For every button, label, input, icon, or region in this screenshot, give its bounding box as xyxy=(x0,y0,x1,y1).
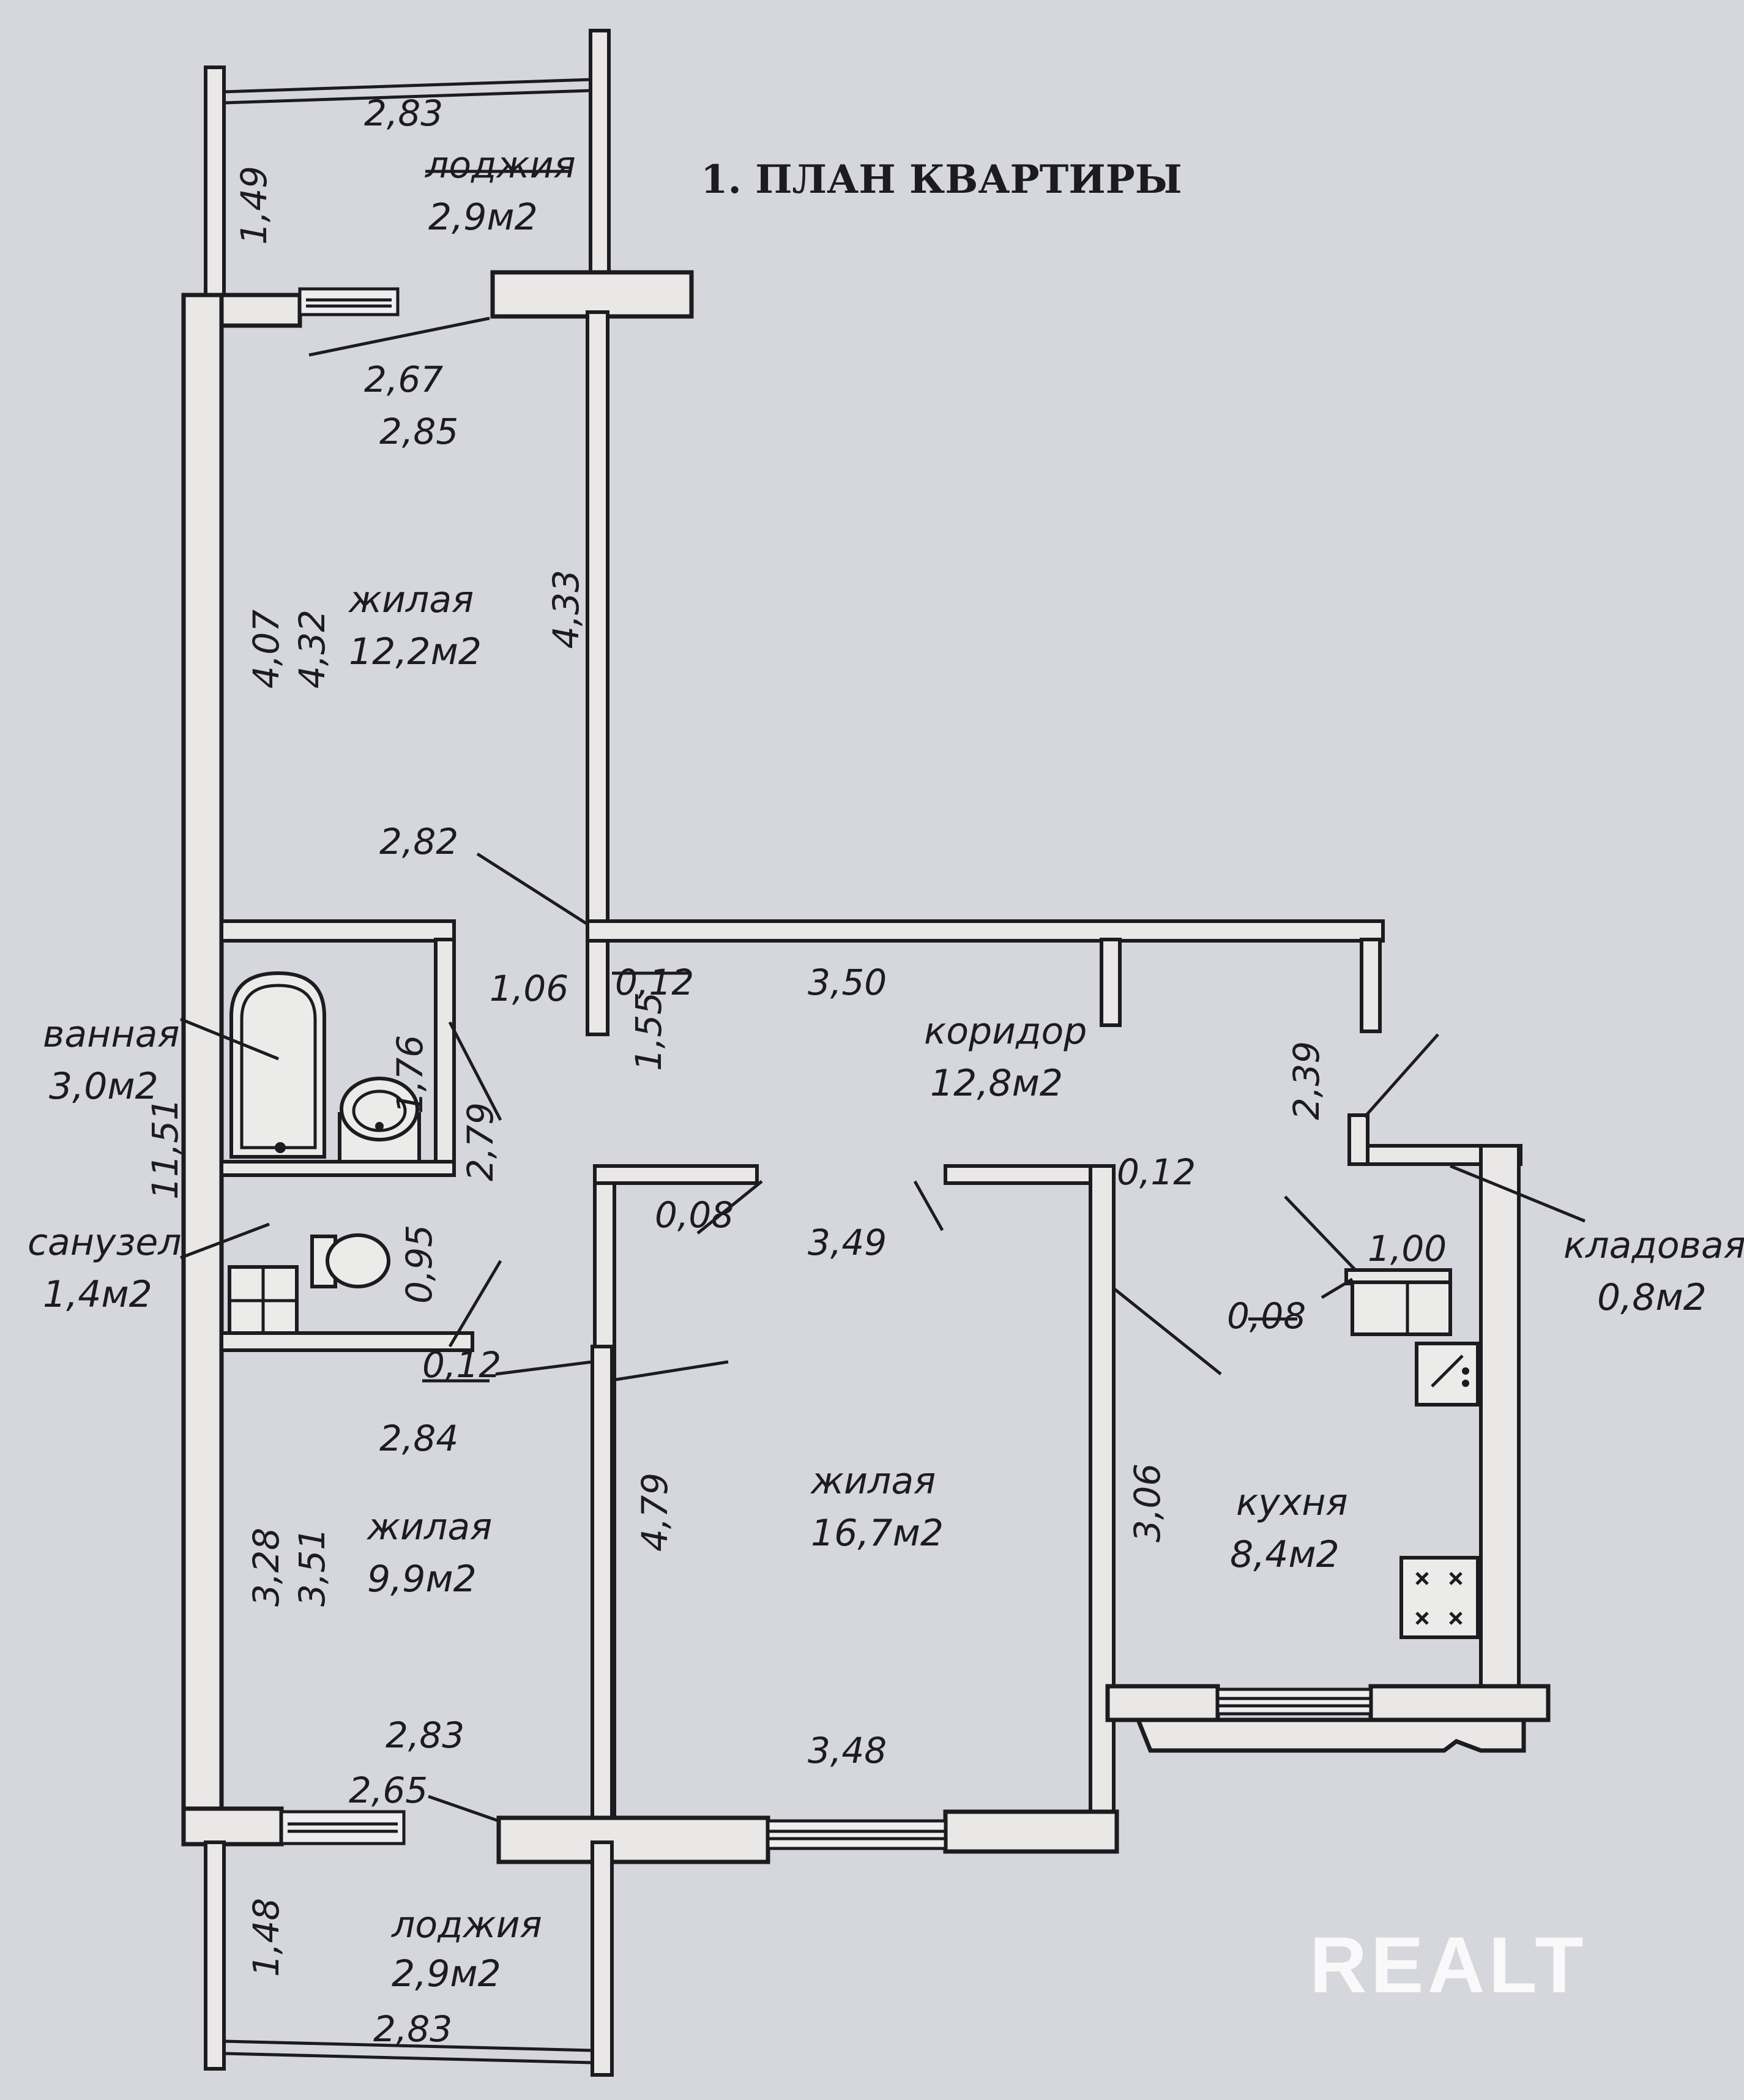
room2-top-wall-left xyxy=(593,1164,759,1185)
bath-right-wall xyxy=(434,938,456,1177)
dim-wc-wall: 0,12 xyxy=(422,1344,501,1386)
dim-room3-width-bottom-b: 2,65 xyxy=(349,1769,428,1811)
kitchen-right-wall xyxy=(1479,1144,1521,1723)
window-room2 xyxy=(766,1819,947,1850)
room-label-pantry: кладовая xyxy=(1563,1224,1744,1267)
dim-total-length: 11,51 xyxy=(144,1098,186,1200)
room-area-living-1: 12,2м2 xyxy=(349,630,482,673)
fixtures xyxy=(228,971,1480,1639)
dim-room3-width-bottom-a: 2,83 xyxy=(386,1714,464,1756)
dim-loggia-top-width: 2,83 xyxy=(364,92,443,134)
corridor-stub-1 xyxy=(1100,938,1122,1027)
dim-room1-len-b: 4,32 xyxy=(291,610,333,689)
kitchen-bottom-wall-right xyxy=(1368,1684,1551,1722)
bath-top-wall xyxy=(220,919,456,943)
dim-pantry-width: 1,00 xyxy=(1368,1228,1447,1269)
loggia-top-right-rail xyxy=(589,29,611,290)
bottom-wall-left xyxy=(181,1806,284,1847)
kitchen-bottom-step xyxy=(1135,1717,1526,1753)
dim-wall-thick-2: 0,12 xyxy=(1117,1151,1196,1193)
dim-kitchen-depth-top: 2,39 xyxy=(1286,1041,1327,1120)
window-room1 xyxy=(298,287,400,316)
dim-room2-len: 4,79 xyxy=(634,1473,676,1552)
kitchen-top-stub xyxy=(1347,1113,1369,1166)
dim-pantry-wall: 0,08 xyxy=(1227,1295,1306,1337)
bathtub-drain-icon xyxy=(275,1142,286,1153)
room-area-loggia-top: 2,9м2 xyxy=(428,196,538,239)
corridor-stub-2 xyxy=(1360,938,1382,1033)
dim-corridor-width: 3,50 xyxy=(808,962,887,1003)
room-area-loggia-bottom: 2,9м2 xyxy=(392,1952,501,1995)
left-exterior-wall xyxy=(181,293,224,1846)
dim-corridor-depth: 1,55 xyxy=(628,992,669,1071)
plan-title: 1. ПЛАН КВАРТИРЫ xyxy=(701,157,1182,203)
room-label-wc: санузел xyxy=(28,1221,182,1264)
bathtub-icon xyxy=(229,971,326,1159)
dim-room2-width-bottom: 3,48 xyxy=(808,1730,887,1771)
dim-wc-len: 0,95 xyxy=(398,1225,440,1304)
vertical-dimension-labels: 1,49 4,07 4,32 4,33 11,51 1,76 2,79 1,55… xyxy=(144,166,1327,1977)
dim-room1-width-bottom: 2,82 xyxy=(379,821,458,862)
walls xyxy=(181,29,1551,2077)
room-label-living-1: жилая xyxy=(348,578,474,621)
room-label-living-2: жилая xyxy=(810,1460,936,1503)
room-area-kitchen: 8,4м2 xyxy=(1230,1533,1340,1576)
leader-lines xyxy=(180,170,1586,1823)
window-room3 xyxy=(280,1810,406,1845)
room1-right-wall xyxy=(586,310,609,1036)
room-area-pantry: 0,8м2 xyxy=(1597,1276,1707,1319)
dim-wall-thick-1: 0,12 xyxy=(615,962,694,1003)
dim-room3-width-top: 2,84 xyxy=(379,1418,458,1459)
dim-room1-len-right: 4,33 xyxy=(545,570,587,649)
dim-kitchen-len: 3,06 xyxy=(1127,1463,1168,1542)
dim-bath-diag: 2,79 xyxy=(460,1102,501,1181)
room-area-corridor: 12,8м2 xyxy=(930,1062,1063,1105)
room2-top-wall-right xyxy=(944,1164,1109,1185)
dim-loggia-bottom-width: 2,83 xyxy=(373,2008,452,2050)
room-area-living-2: 16,7м2 xyxy=(811,1512,944,1555)
stove-icon xyxy=(1399,1556,1480,1639)
room-label-bathroom: ванная xyxy=(43,1013,179,1056)
room-labels: лоджия 2,9м2 жилая 12,2м2 ванная 3,0м2 с… xyxy=(28,144,1744,1995)
dim-room1-width-b: 2,85 xyxy=(379,411,458,452)
dim-hall-upper: 1,06 xyxy=(490,968,568,1009)
dimension-labels: 2,83 2,67 2,85 2,82 1,06 0,12 3,50 0,08 … xyxy=(349,92,1447,2050)
room-area-wc: 1,4м2 xyxy=(43,1273,152,1316)
room-area-living-3: 9,9м2 xyxy=(367,1558,477,1601)
dim-room2-wall: 0,08 xyxy=(655,1194,734,1236)
kitchen-bottom-wall-left xyxy=(1105,1684,1220,1722)
wc-bottom-wall xyxy=(220,1331,474,1352)
bottom-wall-mid xyxy=(496,1815,770,1864)
loggia-bottom-left-rail xyxy=(204,1840,226,2071)
room-label-loggia-bottom: лоджия xyxy=(391,1904,542,1946)
room-area-bathroom: 3,0м2 xyxy=(49,1065,158,1108)
bottom-wall-right xyxy=(943,1809,1119,1854)
dim-room3-len-a: 3,28 xyxy=(245,1528,287,1607)
room-label-loggia-top: лоджия xyxy=(425,144,576,187)
dim-loggia-top-depth: 1,49 xyxy=(233,166,275,245)
bath-wc-divider xyxy=(220,1160,456,1177)
dim-loggia-bottom-depth: 1,48 xyxy=(245,1898,287,1977)
loggia-bottom-right-rail xyxy=(591,1840,614,2077)
dim-bath-len: 1,76 xyxy=(389,1035,431,1114)
dim-room1-width-a: 2,67 xyxy=(364,359,443,400)
room-label-corridor: коридор xyxy=(924,1010,1087,1053)
pantry-shelf xyxy=(1351,1280,1452,1336)
kitchen-sink-icon xyxy=(1415,1342,1480,1407)
toilet-icon xyxy=(326,1233,390,1288)
window-kitchen xyxy=(1216,1687,1373,1716)
dim-room3-len-b: 3,51 xyxy=(291,1528,333,1607)
room3-right-wall xyxy=(591,1345,614,1838)
dim-room1-len-a: 4,07 xyxy=(245,610,287,689)
room-label-kitchen: кухня xyxy=(1236,1481,1348,1524)
room-label-living-3: жилая xyxy=(366,1506,492,1549)
windows xyxy=(280,287,1373,1850)
room2-right-wall xyxy=(1089,1164,1116,1823)
corridor-top-wall xyxy=(586,919,1385,943)
loggia-top-left-rail xyxy=(204,65,226,302)
realt-watermark: REALT xyxy=(1310,1920,1587,2009)
top-wall-right xyxy=(490,270,694,319)
dim-room2-width-top: 3,49 xyxy=(808,1222,887,1263)
